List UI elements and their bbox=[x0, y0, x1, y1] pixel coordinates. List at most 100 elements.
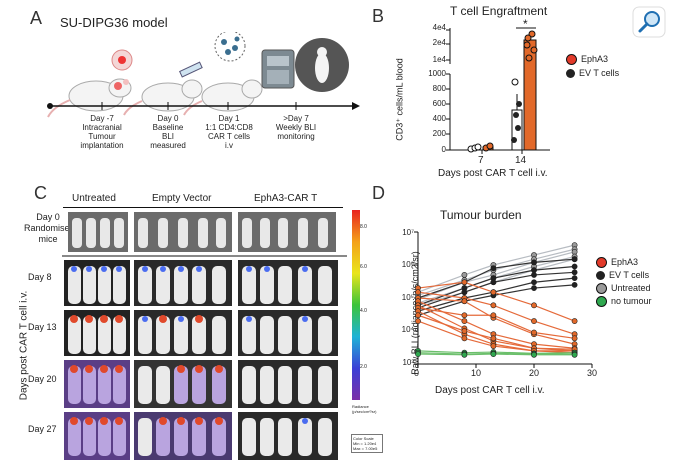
data-point bbox=[461, 279, 468, 286]
group-divider bbox=[63, 207, 343, 208]
data-point bbox=[571, 335, 578, 342]
data-point bbox=[490, 351, 497, 357]
data-point bbox=[531, 302, 537, 309]
bli-image-grid bbox=[62, 212, 347, 460]
series-line-epha3 bbox=[417, 320, 575, 354]
data-point bbox=[571, 351, 578, 358]
legend-swatch bbox=[596, 271, 605, 281]
panel-a-title: SU-DIPG36 model bbox=[60, 15, 168, 30]
panel-a-letter: A bbox=[30, 8, 43, 28]
data-point bbox=[490, 265, 497, 272]
row-label-day13: Day 13 bbox=[28, 322, 57, 332]
row-label-day20: Day 20 bbox=[28, 374, 57, 384]
data-point bbox=[461, 328, 468, 334]
data-point bbox=[415, 318, 421, 324]
legend-swatch bbox=[566, 69, 575, 79]
xtick-20: 20 bbox=[529, 368, 540, 378]
ytick-600: 600 bbox=[432, 99, 446, 108]
bli-imager-icon bbox=[261, 49, 295, 89]
series-line-untreated bbox=[417, 248, 575, 296]
series-line-untreated bbox=[417, 251, 575, 301]
significance-marker: * bbox=[523, 17, 528, 31]
data-point bbox=[461, 272, 468, 278]
ytick-1e7: 10⁷ bbox=[402, 228, 414, 237]
data-point bbox=[461, 351, 468, 358]
data-point bbox=[531, 318, 537, 324]
data-point bbox=[571, 318, 578, 324]
legend-swatch bbox=[596, 296, 607, 308]
legend-swatch bbox=[566, 54, 577, 66]
data-point bbox=[531, 272, 537, 278]
data-point bbox=[490, 289, 497, 296]
radiance-colorbar bbox=[352, 210, 360, 400]
bli-row-day13 bbox=[64, 310, 338, 356]
legend-swatch bbox=[596, 257, 607, 269]
bli-row-day20 bbox=[64, 360, 338, 408]
legend-item-epha3: EphA3 bbox=[566, 52, 619, 66]
panel-b-ylabel: CD3⁺ cells/mL blood bbox=[394, 58, 405, 141]
ytick-1e4: 1e4 bbox=[432, 55, 446, 64]
ytick-1000: 1000 bbox=[428, 69, 446, 78]
data-point bbox=[461, 335, 468, 342]
data-point bbox=[531, 351, 537, 358]
panel-d-letter: D bbox=[372, 183, 385, 203]
bli-row-day27 bbox=[64, 412, 338, 460]
panel-b-letter: B bbox=[372, 6, 385, 26]
data-point bbox=[571, 275, 578, 282]
data-point bbox=[461, 298, 468, 305]
zoom-search-button[interactable] bbox=[632, 6, 666, 38]
data-point bbox=[490, 335, 497, 342]
ytick-1e4: 10⁴ bbox=[401, 325, 414, 334]
timeline-illustration bbox=[47, 32, 360, 118]
data-point bbox=[415, 289, 421, 296]
group-epha3-car-t: EphA3-CAR T bbox=[254, 193, 318, 204]
data-point bbox=[461, 312, 468, 319]
syringe-icon bbox=[179, 61, 203, 78]
ytick-1e5: 10⁵ bbox=[401, 293, 414, 302]
panel-c-letter: C bbox=[34, 183, 47, 203]
colorbar-tick: 4.0 bbox=[360, 308, 367, 314]
group-untreated: Untreated bbox=[72, 193, 116, 204]
tumour-burden-chart bbox=[414, 231, 593, 368]
xtick-14: 14 bbox=[515, 155, 527, 166]
ytick-1e3: 10³ bbox=[402, 358, 414, 367]
ytick-400: 400 bbox=[432, 114, 446, 123]
xtick-30: 30 bbox=[587, 368, 598, 378]
data-point bbox=[571, 269, 578, 276]
xtick-10: 10 bbox=[471, 368, 482, 378]
data-point bbox=[490, 279, 497, 286]
data-point bbox=[461, 289, 468, 296]
data-point bbox=[415, 312, 421, 319]
panel-b-xlabel: Days post CAR T cell i.v. bbox=[438, 168, 548, 179]
data-point bbox=[531, 329, 537, 336]
data-point bbox=[490, 312, 497, 319]
panel-d-title: Tumour burden bbox=[440, 208, 522, 222]
legend-item-ev: EV T cells bbox=[596, 269, 652, 282]
panel-d-xlabel: Days post CAR T cell i.v. bbox=[435, 385, 545, 396]
bli-row-day8 bbox=[64, 260, 338, 306]
ytick-2e4: 2e4 bbox=[432, 38, 446, 47]
data-point bbox=[531, 279, 537, 286]
legend-item-untreated: Untreated bbox=[596, 282, 652, 295]
legend-item-epha3: EphA3 bbox=[596, 256, 652, 269]
row-label-day8: Day 8 bbox=[28, 272, 52, 282]
row-label-day27: Day 27 bbox=[28, 424, 57, 434]
mouse-icon bbox=[123, 79, 203, 116]
data-point bbox=[461, 318, 468, 324]
colorbar-tick: 2.0 bbox=[360, 364, 367, 370]
ytick-1e6: 10⁶ bbox=[401, 260, 414, 269]
magnifier-icon bbox=[632, 6, 666, 38]
car-t-cells-icon bbox=[214, 32, 246, 62]
data-point bbox=[571, 256, 578, 263]
xtick-0: 0 bbox=[414, 368, 420, 378]
ytick-0: 0 bbox=[441, 145, 446, 154]
ytick-200: 200 bbox=[432, 129, 446, 138]
legend-item-no-tumour: no tumour bbox=[596, 295, 652, 308]
data-point bbox=[571, 281, 578, 288]
colorbar-label: Radiance(p/sec/cm²/sr) bbox=[352, 404, 377, 414]
